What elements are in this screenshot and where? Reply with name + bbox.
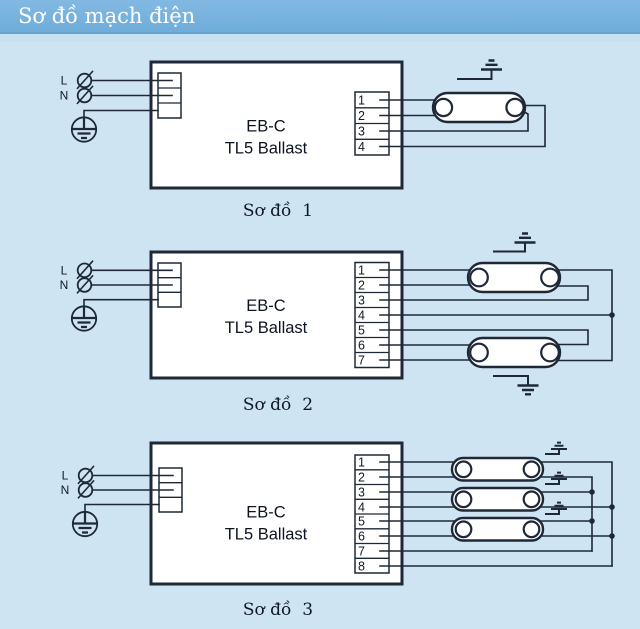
lamp-pin — [454, 520, 473, 539]
protective-earth-icon — [71, 510, 99, 538]
lamp-pin — [540, 342, 560, 363]
live-label: L — [62, 469, 69, 483]
terminal-number: 4 — [358, 308, 365, 322]
terminal-number: 2 — [358, 278, 365, 292]
terminal-number: 3 — [358, 293, 365, 307]
neutral-label: N — [61, 483, 70, 497]
lamp-pin — [454, 460, 473, 479]
protective-earth-icon — [70, 116, 98, 143]
lamp-pin — [522, 520, 541, 539]
mains-input — [70, 70, 173, 143]
mains-input — [70, 260, 173, 332]
wire-junction — [609, 533, 615, 539]
terminal-number: 4 — [358, 500, 365, 514]
live-label: L — [61, 74, 68, 88]
ballast-name: EB-C — [246, 297, 286, 315]
wire-terminal-icon — [76, 85, 94, 105]
fluorescent-lamp — [466, 336, 562, 369]
lamp-wires — [379, 269, 613, 362]
diagram-3-caption: Sơ đồ 3 — [242, 600, 314, 620]
lamp-pin — [522, 460, 541, 479]
output-terminal-block — [354, 454, 390, 574]
output-terminal-block — [354, 91, 390, 156]
terminal-number: 1 — [358, 263, 365, 277]
earth-ground-icon — [493, 375, 539, 396]
lamp-pin — [454, 490, 473, 509]
fluorescent-lamp — [450, 516, 545, 542]
terminal-number: 7 — [358, 544, 365, 558]
fluorescent-lamp — [466, 261, 562, 294]
fluorescent-lamp — [450, 486, 545, 512]
ballast-model: TL5 Ballast — [225, 140, 308, 158]
fluorescent-lamp — [450, 456, 545, 482]
diagram-3: L N 1 2 3 4 5 6 7 8 EB-C TL5 Ballast — [61, 441, 615, 586]
terminal-number: 5 — [358, 323, 365, 337]
ballast-model: TL5 Ballast — [225, 319, 308, 337]
terminal-number: 4 — [358, 140, 365, 154]
lamp-pin — [469, 267, 489, 288]
terminal-number: 2 — [358, 470, 365, 484]
wire-terminal-icon — [76, 260, 94, 280]
live-label: L — [61, 264, 68, 278]
earth-ground-icon — [545, 501, 567, 515]
diagram-2-caption: Sơ đồ 2 — [242, 395, 314, 415]
mains-input — [71, 465, 174, 538]
wire-terminal-icon — [76, 70, 94, 90]
diagram-1-caption: Sơ đồ 1 — [242, 201, 314, 221]
wire-junction — [609, 504, 615, 510]
page-title: Sơ đồ mạch điện — [18, 4, 196, 28]
terminal-number: 5 — [358, 514, 365, 528]
wire-terminal-icon — [77, 479, 95, 499]
ballast-model: TL5 Ballast — [225, 526, 308, 544]
neutral-label: N — [60, 89, 69, 103]
earth-ground-icon — [545, 441, 567, 455]
lamp-pin — [433, 97, 454, 118]
lamp-pin — [540, 267, 560, 288]
terminal-number: 6 — [358, 529, 365, 543]
diagram-1: L N 1 2 3 4 EB-C TL5 Ballast — [60, 59, 546, 190]
earth-ground-icon — [493, 232, 536, 253]
diagram-2: L N 1 2 3 4 5 6 7 EB-C TL5 Ballast — [60, 232, 615, 396]
ballast-name: EB-C — [246, 504, 286, 522]
title-bar — [0, 0, 640, 34]
wire-junction — [609, 312, 615, 318]
protective-earth-icon — [70, 305, 98, 332]
terminal-number: 6 — [358, 338, 365, 352]
lamp-pin — [522, 490, 541, 509]
ballast-name: EB-C — [246, 118, 286, 136]
terminal-number: 1 — [358, 93, 365, 107]
lamp-pin — [505, 97, 525, 118]
wire-terminal-icon — [76, 274, 94, 294]
terminal-number: 3 — [358, 485, 365, 499]
lamp-pin — [469, 342, 489, 363]
terminal-number: 2 — [358, 109, 365, 123]
terminal-number: 7 — [358, 353, 365, 367]
wire-terminal-icon — [77, 465, 95, 485]
terminal-number: 1 — [358, 455, 365, 469]
neutral-label: N — [60, 278, 69, 292]
terminal-number: 3 — [358, 124, 365, 138]
wire-junction — [589, 489, 595, 495]
fluorescent-lamp — [431, 91, 527, 124]
title-bar-band — [0, 34, 640, 42]
earth-ground-icon — [545, 471, 567, 485]
earth-ground-icon — [457, 59, 502, 80]
wire-junction — [589, 518, 595, 524]
terminal-number: 8 — [358, 559, 365, 573]
